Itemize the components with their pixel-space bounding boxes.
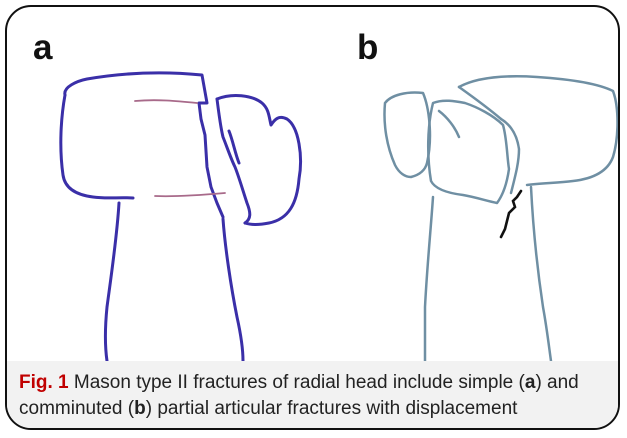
figure-frame: a b — [5, 5, 620, 430]
figure-caption: Fig. 1 Mason type II fractures of radial… — [19, 370, 614, 422]
panel-b-illustration — [7, 7, 620, 361]
caption-text-1: Mason type II fractures of radial head i… — [69, 372, 525, 393]
caption-ref-a: a — [525, 372, 536, 393]
figure-number: Fig. 1 — [19, 372, 69, 393]
caption-ref-b: b — [134, 398, 146, 419]
caption-text-3: ) partial articular fractures with displ… — [146, 398, 518, 419]
